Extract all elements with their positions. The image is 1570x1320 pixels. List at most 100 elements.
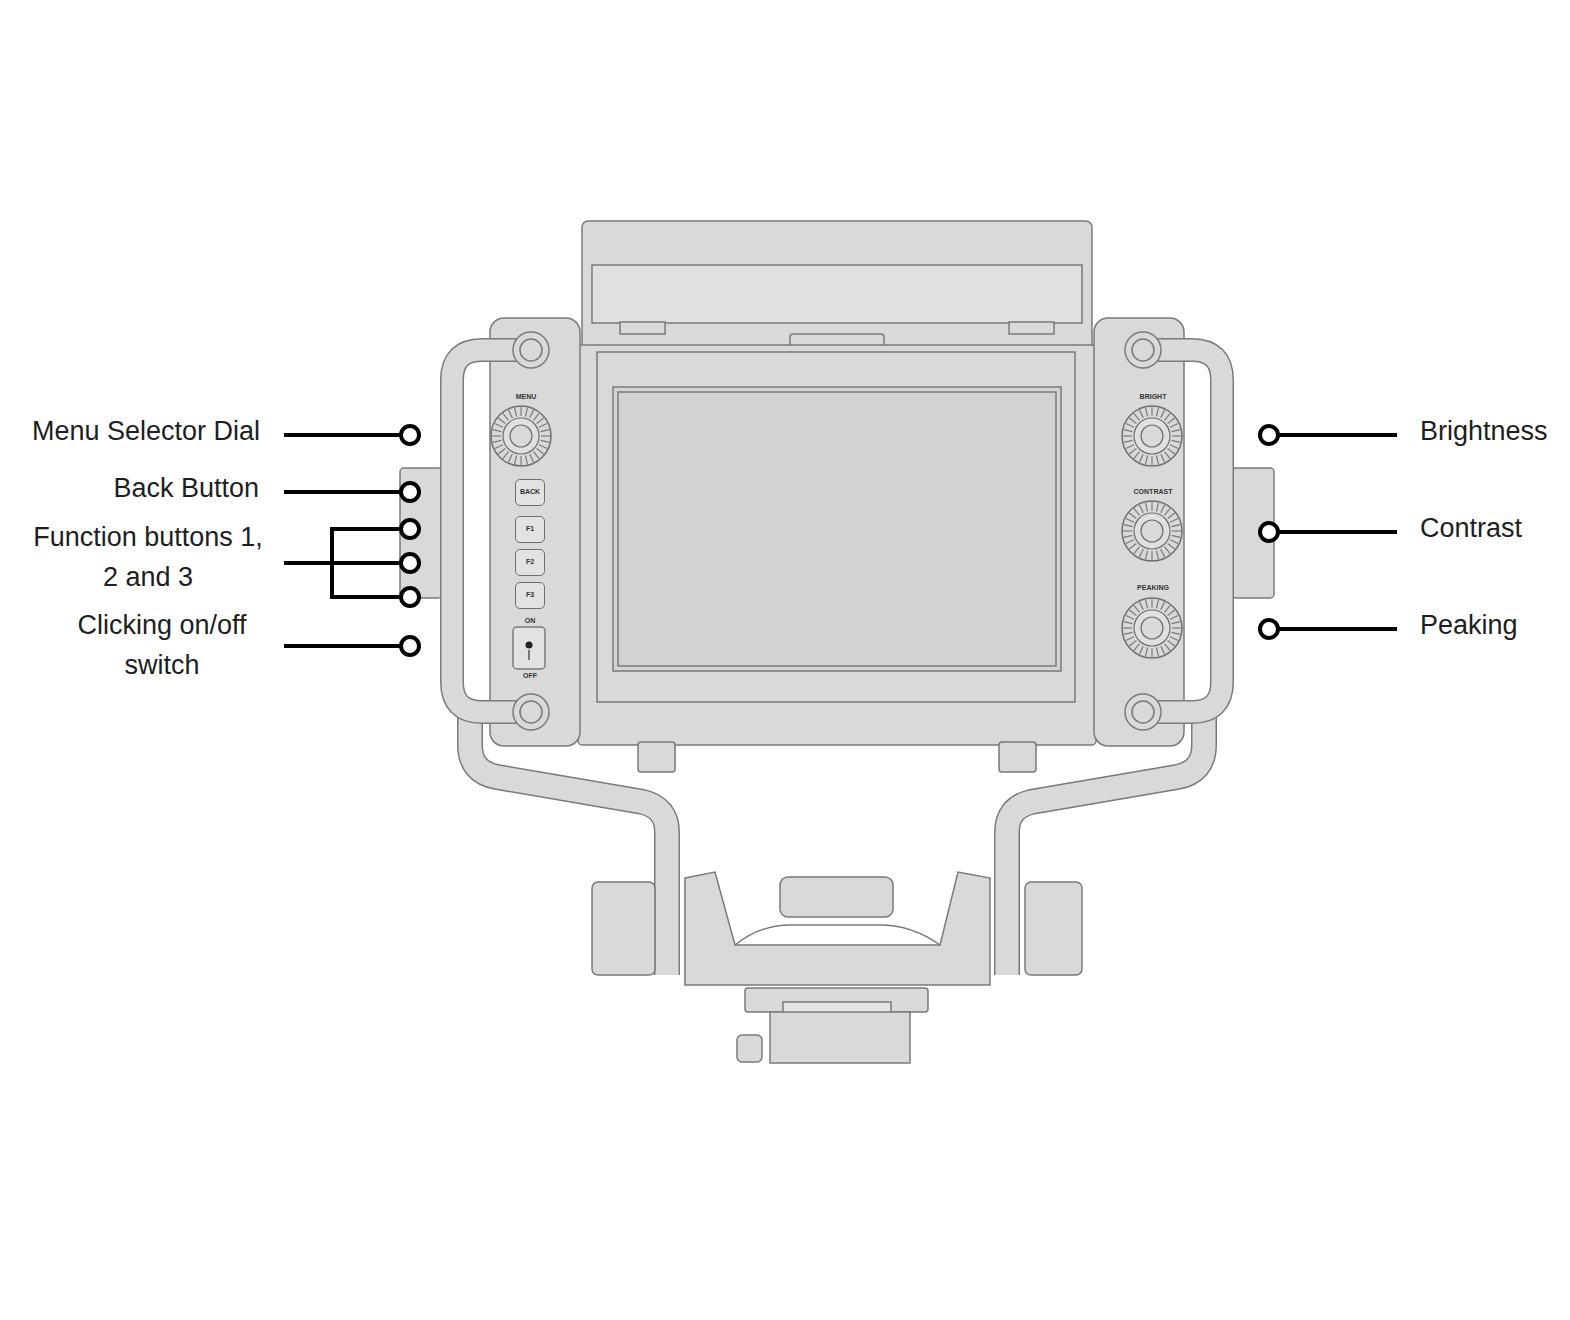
knurl-stroke: [1164, 452, 1170, 459]
knurl-stroke: [1161, 410, 1165, 418]
leader-dot: [401, 637, 419, 655]
knurl-stroke: [1168, 640, 1175, 646]
knurl-stroke: [533, 452, 539, 459]
knurl-stroke: [1134, 452, 1140, 459]
power-switch: [513, 627, 545, 669]
knurl-stroke: [1151, 648, 1152, 657]
leader-dot: [401, 483, 419, 501]
knurl-stroke: [1171, 632, 1180, 634]
dial-center: [1141, 617, 1163, 639]
knurl-stroke: [1171, 535, 1180, 537]
knurl-stroke: [1124, 440, 1133, 442]
foot: [999, 742, 1036, 772]
screen-frame: [613, 387, 1061, 671]
knurl-stroke: [1124, 535, 1133, 537]
function-button: F3: [515, 582, 545, 609]
knurl-stroke: [525, 455, 527, 464]
dial-center: [510, 425, 532, 447]
knurl-stroke: [1172, 435, 1181, 436]
callout-label: Peaking: [1420, 605, 1518, 645]
knurl-stroke: [1164, 413, 1170, 420]
knurl-stroke: [1129, 610, 1136, 616]
knurl-stroke: [537, 418, 544, 424]
callout-label: Function buttons 1, 2 and 3: [28, 517, 268, 597]
knurl-stroke: [1168, 543, 1175, 549]
panel-marking: BRIGHT: [1140, 393, 1167, 401]
knurl-stroke: [1170, 615, 1178, 619]
hood-clip: [1009, 322, 1054, 334]
leader-line: [330, 595, 401, 599]
quick-release: [770, 1012, 910, 1063]
knurl-stroke: [1156, 503, 1158, 512]
knurl-stroke: [1126, 518, 1134, 522]
handle-mount: [520, 339, 542, 361]
knurl-stroke: [1151, 407, 1152, 416]
dial-hub: [1134, 610, 1170, 646]
dial-rim: [1122, 501, 1182, 561]
dial-center: [1141, 425, 1163, 447]
handle-mount: [1132, 701, 1154, 723]
knurl-stroke: [1134, 605, 1140, 612]
leader-lines: [284, 435, 1397, 646]
hood-panel: [592, 265, 1082, 323]
knurl-stroke: [1134, 644, 1140, 651]
knurl-stroke: [1139, 646, 1143, 654]
base-cradle: [685, 872, 990, 985]
knurl-stroke: [498, 448, 505, 454]
knurl-stroke: [495, 445, 503, 449]
knurl-stroke: [1124, 622, 1133, 624]
leader-line: [1278, 627, 1397, 631]
screen: [618, 392, 1056, 666]
knurl-stroke: [1146, 647, 1148, 656]
handle-mount: [1125, 694, 1161, 730]
knurl-stroke: [1156, 647, 1158, 656]
knurl-stroke: [1170, 445, 1178, 449]
knurl-stroke: [1146, 408, 1148, 417]
leader-line: [1278, 530, 1397, 534]
leader-line: [332, 561, 401, 565]
knurl-stroke: [1139, 549, 1143, 557]
knurl-stroke: [540, 430, 549, 432]
knurl-stroke: [1129, 640, 1136, 646]
leader-dot: [401, 426, 419, 444]
knurl-stroke: [1156, 600, 1158, 609]
knurl-stroke: [1151, 456, 1152, 465]
leader-dot: [401, 520, 419, 538]
handle-mount: [1132, 339, 1154, 361]
knurl-stroke: [1156, 550, 1158, 559]
knurl-stroke: [1139, 602, 1143, 610]
knurl-stroke: [1129, 448, 1136, 454]
knurl-stroke: [1146, 550, 1148, 559]
knurl-stroke: [530, 454, 534, 462]
lock-knob: [592, 882, 655, 975]
panel-marking: CONTRAST: [1134, 488, 1173, 496]
screen-bezel: [597, 352, 1075, 702]
knurl-stroke: [1129, 513, 1136, 519]
panel-marking: ON: [525, 617, 536, 625]
side-panel: [490, 318, 580, 746]
knurl-stroke: [1161, 505, 1165, 513]
knurl-stroke: [1146, 455, 1148, 464]
leader-line: [284, 490, 401, 494]
dial-rim: [1122, 406, 1182, 466]
dials: [491, 406, 1182, 658]
panel-marking: PEAKING: [1137, 584, 1169, 592]
cradle-edge: [735, 925, 940, 945]
control-dial: [1122, 501, 1182, 561]
button-text: BACK: [520, 488, 540, 496]
knurl-stroke: [1126, 637, 1134, 641]
knurl-stroke: [503, 413, 509, 420]
knurl-stroke: [515, 408, 517, 417]
knurl-stroke: [1126, 615, 1134, 619]
monitor-body: [578, 345, 1096, 745]
knurl-stroke: [1170, 540, 1178, 544]
knurl-stroke: [1134, 547, 1140, 554]
knurl-stroke: [503, 452, 509, 459]
knurl-stroke: [530, 410, 534, 418]
knurl-stroke: [1172, 530, 1181, 531]
side-panel: [1094, 318, 1184, 746]
knurl-stroke: [541, 435, 550, 436]
button-text: F3: [526, 591, 534, 599]
knurl-stroke: [1171, 622, 1180, 624]
